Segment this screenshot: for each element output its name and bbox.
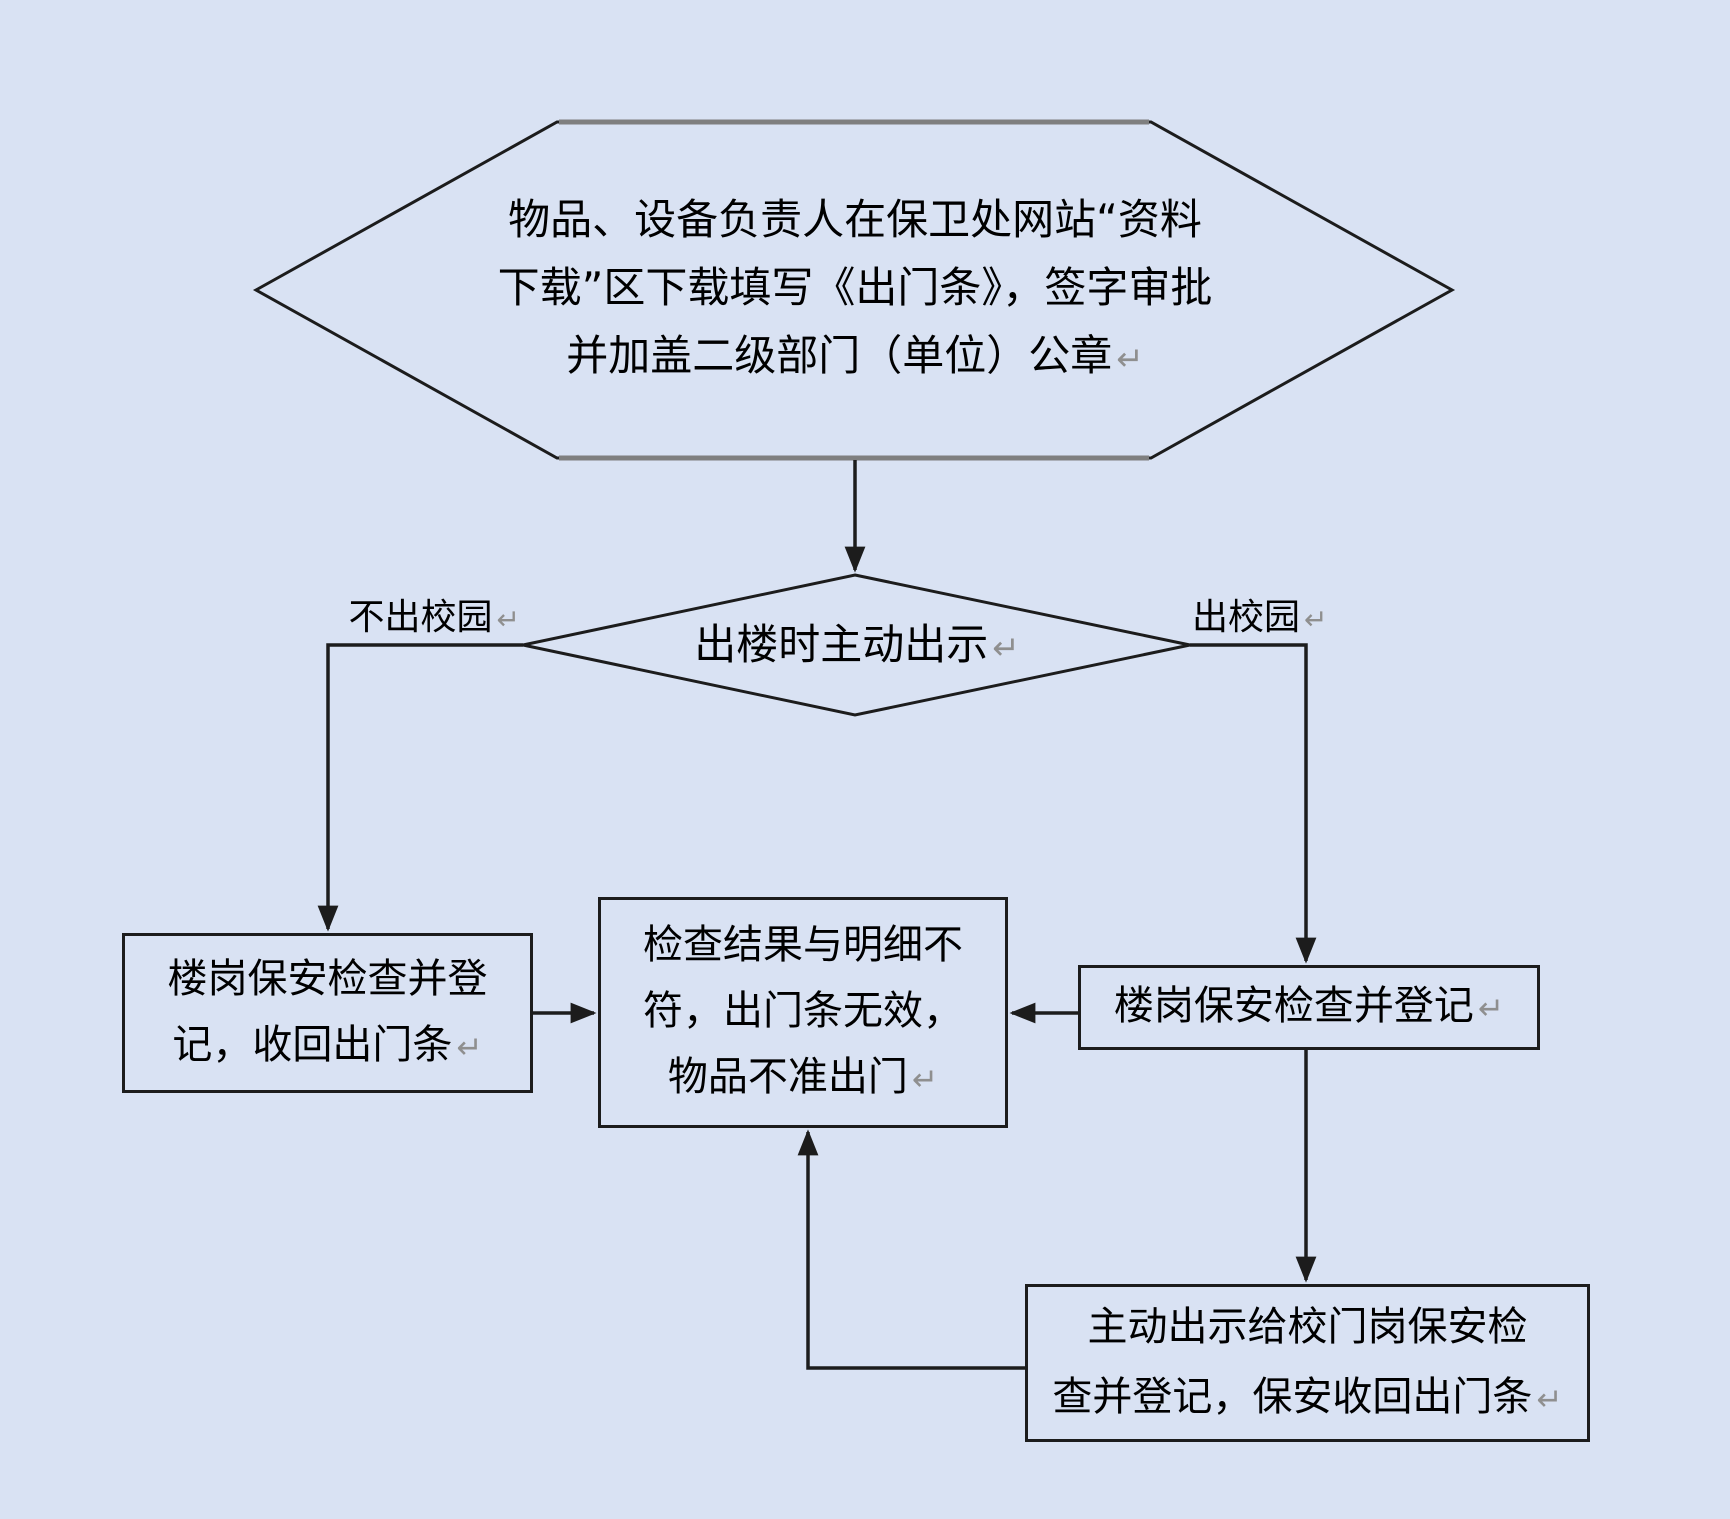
connector-gate-box-to-center-box [797, 1129, 1025, 1370]
decision-diamond-text: 出楼时主动出示↵ [555, 620, 1159, 673]
text-line-content: 检查结果与明细不 [643, 922, 963, 968]
return-mark: ↵ [496, 603, 520, 636]
text-line: 查并登记，保安收回出门条↵ [1052, 1362, 1562, 1435]
text-line: 物品不准出门↵ [668, 1044, 938, 1113]
text-line: 检查结果与明细不 [643, 912, 963, 978]
return-mark: ↵ [1304, 603, 1328, 636]
text-line: 物品、设备负责人在保卫处网站“资料 [355, 186, 1355, 254]
text-line-content: 楼岗保安检查并登记 [1113, 983, 1474, 1029]
invalid-result-box: 检查结果与明细不 符，出门条无效， 物品不准出门↵ [598, 897, 1008, 1128]
return-mark: ↵ [1536, 1381, 1563, 1418]
building-guard-collect-box: 楼岗保安检查并登 记，收回出门条↵ [122, 933, 533, 1093]
text-line-content: 查并登记，保安收回出门条 [1052, 1373, 1533, 1420]
text-line-content: 下载”区下载填写《出门条》，签字审批 [497, 263, 1213, 312]
return-mark: ↵ [911, 1062, 939, 1098]
return-mark: ↵ [456, 1029, 483, 1066]
text-line-content: 主动出示给校门岗保安检 [1087, 1303, 1528, 1350]
text-line: 楼岗保安检查并登 [168, 946, 488, 1012]
return-mark: ↵ [992, 629, 1020, 667]
text-line-content: 物品、设备负责人在保卫处网站“资料 [508, 195, 1202, 244]
decision-diamond-shape [522, 573, 1191, 717]
building-guard-register-box: 楼岗保安检查并登记↵ [1078, 965, 1540, 1050]
text-line: 记，收回出门条↵ [172, 1012, 482, 1081]
text-line-content: 楼岗保安检查并登 [167, 955, 488, 1002]
start-hexagon-shape [252, 120, 1456, 460]
branch-label-no-exit-campus: 不出校园↵ [342, 598, 520, 640]
text-line-content: 物品不准出门 [667, 1054, 908, 1100]
branch-label-text: 不出校园 [348, 597, 493, 638]
text-line: 并加盖二级部门（单位）公章↵ [355, 322, 1355, 393]
text-line-content: 记，收回出门条 [172, 1021, 453, 1068]
return-mark: ↵ [1116, 340, 1144, 378]
text-line-content: 并加盖二级部门（单位）公章 [566, 331, 1113, 380]
text-line: 主动出示给校门岗保安检 [1088, 1292, 1528, 1362]
text-line-content: 出楼时主动出示 [694, 620, 989, 669]
connector-diamond-to-left-box [317, 643, 523, 932]
text-line: 下载”区下载填写《出门条》，签字审批 [355, 254, 1355, 322]
text-line: 符，出门条无效， [643, 978, 963, 1044]
return-mark: ↵ [1477, 991, 1505, 1027]
connector-diamond-to-right-box [1190, 643, 1317, 964]
gate-guard-box: 主动出示给校门岗保安检 查并登记，保安收回出门条↵ [1025, 1284, 1590, 1442]
branch-label-exit-campus: 出校园↵ [1192, 598, 1328, 640]
start-hexagon-text: 物品、设备负责人在保卫处网站“资料 下载”区下载填写《出门条》，签字审批 并加盖… [355, 186, 1355, 393]
branch-label-text: 出校园 [1192, 597, 1301, 638]
text-line-content: 符，出门条无效， [643, 988, 963, 1034]
text-line: 楼岗保安检查并登记↵ [1114, 973, 1504, 1042]
text-line: 出楼时主动出示↵ [555, 620, 1159, 673]
